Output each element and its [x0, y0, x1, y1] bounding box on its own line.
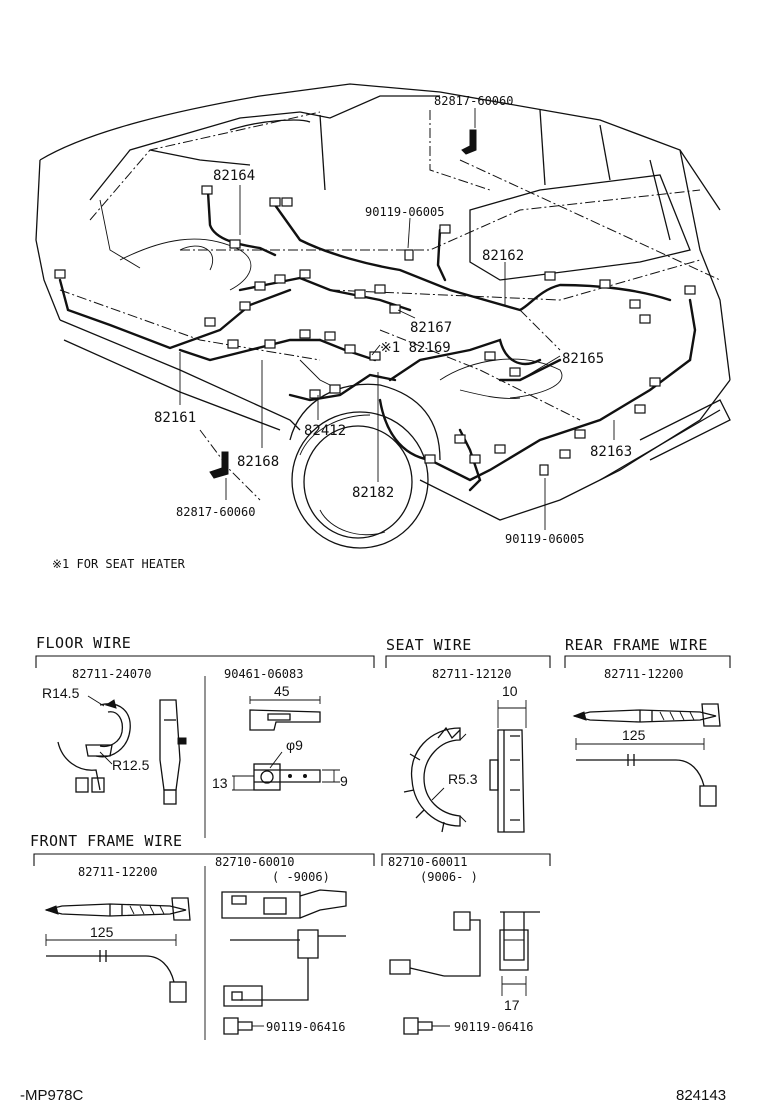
- dim-17: 17: [504, 997, 520, 1013]
- callout-82168: 82168: [237, 454, 279, 470]
- part-82711-12120: 82711-12120: [432, 667, 511, 681]
- callout-90119-06005-top: 90119-06005: [365, 205, 444, 219]
- callout-82412: 82412: [304, 423, 346, 439]
- callout-82817-60060-bottom: 82817-60060: [176, 505, 255, 519]
- dim-45: 45: [274, 683, 290, 699]
- section-seat-wire: SEAT WIRE 82711-12120 R5.3 10: [385, 636, 551, 833]
- dim-125-rear: 125: [622, 727, 646, 743]
- bolt-90119-06416-left: 90119-06416: [266, 1020, 345, 1034]
- harness-82164: [206, 190, 277, 257]
- part-82711-24070: 82711-24070: [72, 667, 151, 681]
- part-82710-60011: 82710-60011: [388, 855, 467, 869]
- section-title-floor-wire: FLOOR WIRE: [36, 634, 131, 652]
- dim-r12-5: R12.5: [112, 757, 150, 773]
- part-82710-60010: 82710-60010: [215, 855, 294, 869]
- vehicle-body-outline: [35, 83, 731, 549]
- dim-phi9: φ9: [286, 737, 303, 753]
- part-82711-12200-front: 82711-12200: [78, 865, 157, 879]
- harness-82168: [178, 338, 322, 362]
- callout-82169: ※1 82169: [380, 340, 451, 356]
- callout-82165: 82165: [562, 351, 604, 367]
- callout-labels: 82817-60060 82164 90119-06005 82162 8216…: [154, 94, 632, 546]
- harness-82163: [378, 358, 692, 482]
- footnote-seat-heater: ※1 FOR SEAT HEATER: [52, 557, 186, 571]
- part-90461-06083: 90461-06083: [224, 667, 303, 681]
- callout-90119-06005-bottom: 90119-06005: [505, 532, 584, 546]
- clamp-bracket-top: [461, 129, 477, 155]
- bolt-90119-06416-right: 90119-06416: [454, 1020, 533, 1034]
- dim-13: 13: [212, 775, 228, 791]
- callout-82164: 82164: [213, 168, 255, 184]
- clamp-bracket-bottom: [209, 451, 229, 479]
- harness-rear-pillar: [688, 298, 697, 362]
- part-82710-60010-range: ( -9006): [272, 870, 330, 884]
- corner-label-left: -MP978C: [20, 1087, 84, 1104]
- dim-125-front: 125: [90, 924, 114, 940]
- dim-r14-5: R14.5: [42, 685, 80, 701]
- section-title-rear-frame-wire: REAR FRAME WIRE: [565, 636, 708, 654]
- section-title-front-frame-wire: FRONT FRAME WIRE: [30, 832, 183, 850]
- corner-label-right: 824143: [676, 1087, 726, 1104]
- callout-82817-60060-top: 82817-60060: [434, 94, 513, 108]
- callout-82162: 82162: [482, 248, 524, 264]
- dim-r5-3: R5.3: [448, 771, 478, 787]
- part-82711-12200-rear: 82711-12200: [604, 667, 683, 681]
- harness-82162: [273, 203, 672, 312]
- part-82710-60011-range: (9006- ): [420, 870, 478, 884]
- dim-10: 10: [502, 683, 518, 699]
- callout-82182: 82182: [352, 485, 394, 501]
- harness-center: [436, 228, 447, 282]
- harness-82182: [388, 338, 542, 382]
- section-rear-frame-wire: REAR FRAME WIRE 82711-12200 125: [564, 636, 731, 807]
- leader-lines: [179, 108, 615, 530]
- section-floor-wire: FLOOR WIRE 82711-24070 90461-06083 R14.5…: [35, 634, 375, 838]
- phantom-lines: [59, 110, 721, 501]
- callout-82161: 82161: [154, 410, 196, 426]
- dim-9: 9: [340, 773, 348, 789]
- section-title-seat-wire: SEAT WIRE: [386, 636, 472, 654]
- callout-82163: 82163: [590, 444, 632, 460]
- section-front-frame-wire: FRONT FRAME WIRE 82711-12200 82710-60010…: [30, 832, 551, 1040]
- connectors: [54, 185, 696, 476]
- callout-82167: 82167: [410, 320, 452, 336]
